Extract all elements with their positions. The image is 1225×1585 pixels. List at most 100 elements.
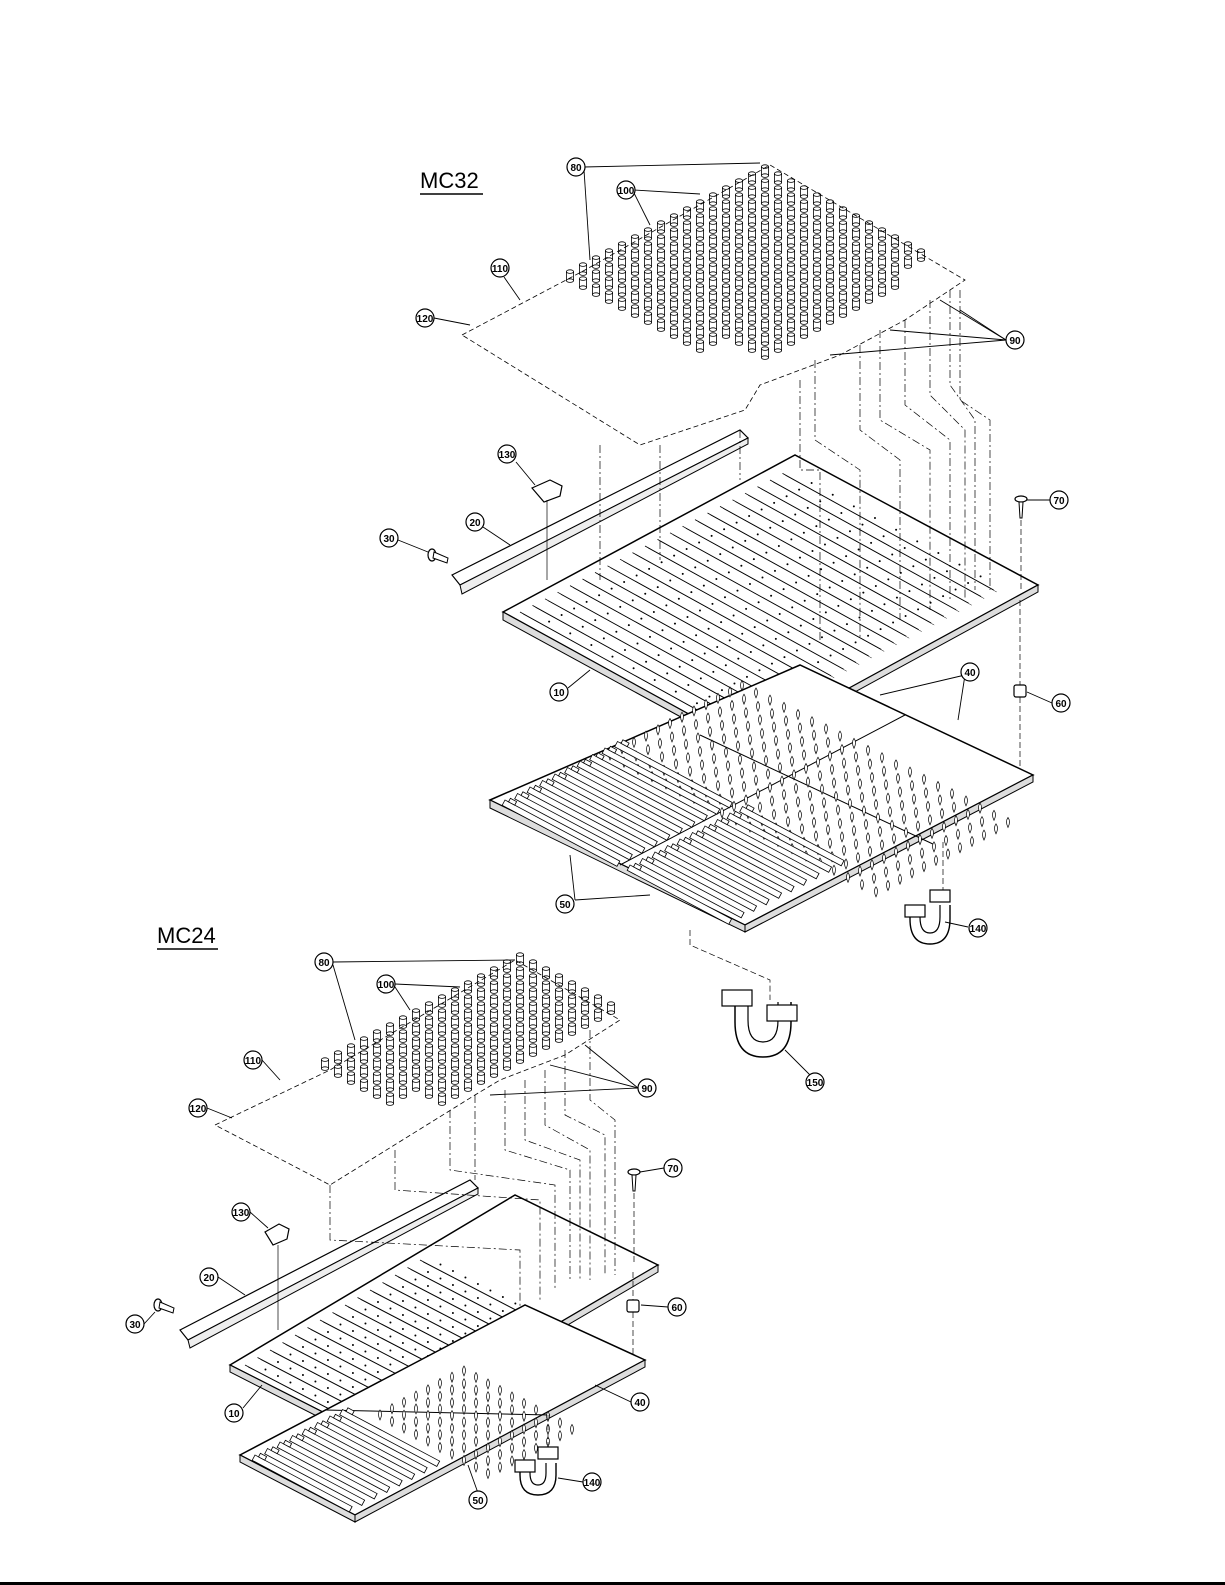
knob-icon bbox=[464, 1023, 471, 1036]
svg-text:110: 110 bbox=[245, 1056, 262, 1067]
knob-icon bbox=[618, 284, 625, 297]
knob-icon bbox=[631, 263, 638, 276]
knob-icon bbox=[774, 326, 781, 339]
knob-icon bbox=[360, 1079, 367, 1092]
knob-icon bbox=[386, 1093, 393, 1106]
knob-icon bbox=[579, 263, 586, 276]
knob-icon bbox=[503, 1016, 510, 1029]
knob-icon bbox=[878, 228, 885, 241]
knob-icon bbox=[774, 228, 781, 241]
knob-icon bbox=[735, 207, 742, 220]
knob-icon bbox=[722, 256, 729, 269]
knob-icon bbox=[670, 270, 677, 283]
knob-icon bbox=[865, 263, 872, 276]
knob-icon bbox=[761, 221, 768, 234]
knob-icon bbox=[904, 256, 911, 269]
knob-icon bbox=[683, 319, 690, 332]
knob-icon bbox=[735, 291, 742, 304]
knob-icon bbox=[891, 277, 898, 290]
knob-icon bbox=[451, 1086, 458, 1099]
svg-text:10: 10 bbox=[553, 688, 565, 699]
knob-icon bbox=[425, 1058, 432, 1071]
knob-icon bbox=[425, 1002, 432, 1015]
knob-icon bbox=[477, 1030, 484, 1043]
knob-icon bbox=[761, 319, 768, 332]
knob-icon bbox=[800, 312, 807, 325]
knob-icon bbox=[670, 284, 677, 297]
knob-icon bbox=[579, 277, 586, 290]
svg-text:120: 120 bbox=[417, 314, 434, 325]
knob-icon bbox=[503, 988, 510, 1001]
knob-icon bbox=[761, 179, 768, 192]
knob-icon bbox=[826, 242, 833, 255]
knob-icon bbox=[425, 1030, 432, 1043]
mc32-title: MC32 bbox=[420, 168, 479, 193]
knob-icon bbox=[657, 249, 664, 262]
knob-icon bbox=[670, 298, 677, 311]
knob-icon bbox=[813, 207, 820, 220]
knob-icon bbox=[529, 1002, 536, 1015]
knob-icon bbox=[761, 207, 768, 220]
knob-icon bbox=[722, 284, 729, 297]
knob-icon bbox=[438, 1009, 445, 1022]
knob-icon bbox=[425, 1086, 432, 1099]
knob-icon bbox=[800, 214, 807, 227]
knob-icon bbox=[464, 1037, 471, 1050]
knob-icon bbox=[787, 235, 794, 248]
mc32-screw-30 bbox=[428, 549, 448, 563]
knob-icon bbox=[735, 263, 742, 276]
knob-icon bbox=[516, 1023, 523, 1036]
mc24-callout-110: 110 bbox=[244, 1051, 262, 1069]
mc24-callout-80: 80 bbox=[315, 953, 333, 971]
knob-icon bbox=[774, 172, 781, 185]
knob-icon bbox=[683, 333, 690, 346]
mc32-pcb-boards bbox=[490, 665, 1033, 932]
knob-icon bbox=[360, 1051, 367, 1064]
knob-icon bbox=[477, 1058, 484, 1071]
knob-icon bbox=[670, 242, 677, 255]
knob-icon bbox=[709, 207, 716, 220]
knob-icon bbox=[735, 319, 742, 332]
knob-icon bbox=[800, 298, 807, 311]
mc24-screw-30 bbox=[154, 1299, 174, 1313]
knob-icon bbox=[542, 1023, 549, 1036]
knob-icon bbox=[618, 256, 625, 269]
knob-icon bbox=[813, 319, 820, 332]
mc32-callout-150: 150 bbox=[806, 1073, 824, 1091]
mc32-callout-130: 130 bbox=[498, 445, 516, 463]
knob-icon bbox=[529, 988, 536, 1001]
knob-icon bbox=[451, 1058, 458, 1071]
knob-icon bbox=[813, 221, 820, 234]
knob-icon bbox=[839, 221, 846, 234]
knob-icon bbox=[644, 298, 651, 311]
knob-icon bbox=[568, 1009, 575, 1022]
knob-icon bbox=[373, 1086, 380, 1099]
mc32-callout-50: 50 bbox=[556, 895, 574, 913]
knob-icon bbox=[490, 967, 497, 980]
knob-icon bbox=[683, 249, 690, 262]
knob-icon bbox=[477, 974, 484, 987]
knob-icon bbox=[618, 270, 625, 283]
knob-icon bbox=[657, 291, 664, 304]
knob-icon bbox=[787, 193, 794, 206]
knob-icon bbox=[464, 1079, 471, 1092]
knob-icon bbox=[451, 1002, 458, 1015]
knob-icon bbox=[748, 172, 755, 185]
knob-icon bbox=[761, 193, 768, 206]
svg-text:30: 30 bbox=[383, 534, 395, 545]
knob-icon bbox=[774, 298, 781, 311]
knob-icon bbox=[813, 263, 820, 276]
knob-icon bbox=[542, 1037, 549, 1050]
knob-icon bbox=[852, 228, 859, 241]
svg-text:140: 140 bbox=[970, 924, 987, 935]
knob-icon bbox=[813, 249, 820, 262]
svg-text:50: 50 bbox=[559, 900, 571, 911]
knob-icon bbox=[438, 1037, 445, 1050]
knob-icon bbox=[826, 312, 833, 325]
knob-icon bbox=[618, 242, 625, 255]
knob-icon bbox=[735, 305, 742, 318]
mc32-callout-140: 140 bbox=[969, 919, 987, 937]
knob-icon bbox=[774, 200, 781, 213]
knob-icon bbox=[386, 1079, 393, 1092]
knob-icon bbox=[735, 277, 742, 290]
